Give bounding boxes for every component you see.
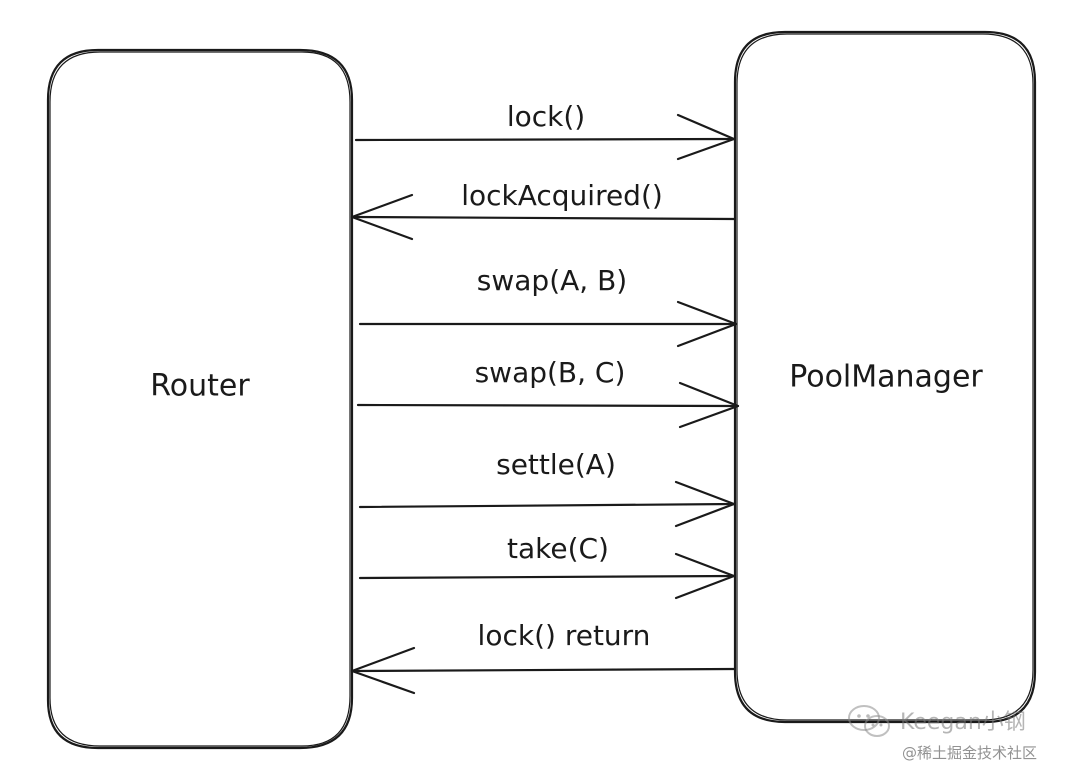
arrow-head-right: [676, 300, 738, 348]
wechat-icon: [846, 703, 894, 745]
message-label-lock-acquired: lockAcquired(): [461, 179, 663, 212]
message-swap-bc: swap(B, C): [356, 356, 740, 429]
arrow-head-left: [350, 646, 416, 695]
arrow-head-right: [674, 552, 736, 600]
message-label-settle-a: settle(A): [496, 448, 616, 481]
message-arrow-line: [350, 215, 736, 221]
poolmanager-box: PoolManager: [733, 30, 1037, 724]
watermark-author: Keegan小钢: [900, 710, 1026, 735]
message-lock: lock(): [354, 100, 736, 161]
router-box: Router: [46, 48, 354, 750]
message-lock-return: lock() return: [350, 619, 736, 695]
message-label-swap-ab: swap(A, B): [477, 264, 627, 297]
message-arrow-line: [354, 137, 736, 142]
message-settle-a: settle(A): [358, 448, 736, 528]
arrow-head-right: [678, 381, 740, 429]
message-label-lock-return: lock() return: [478, 619, 651, 652]
message-label-take-c: take(C): [507, 532, 609, 565]
message-swap-ab: swap(A, B): [358, 264, 738, 348]
message-take-c: take(C): [358, 532, 736, 600]
arrow-head-right: [674, 480, 736, 528]
arrow-head-right: [676, 113, 736, 161]
poolmanager-label: PoolManager: [789, 360, 983, 395]
message-arrow-line: [358, 574, 736, 580]
message-label-swap-bc: swap(B, C): [475, 356, 626, 389]
message-arrow-line: [358, 502, 736, 509]
message-arrow-line: [356, 403, 740, 408]
watermark-site: @稀土掘金技术社区: [902, 744, 1038, 762]
message-arrow-line: [350, 667, 736, 673]
message-label-lock: lock(): [507, 100, 585, 133]
router-label: Router: [150, 369, 250, 404]
message-lock-acquired: lockAcquired(): [350, 179, 736, 241]
arrow-head-left: [350, 193, 414, 241]
